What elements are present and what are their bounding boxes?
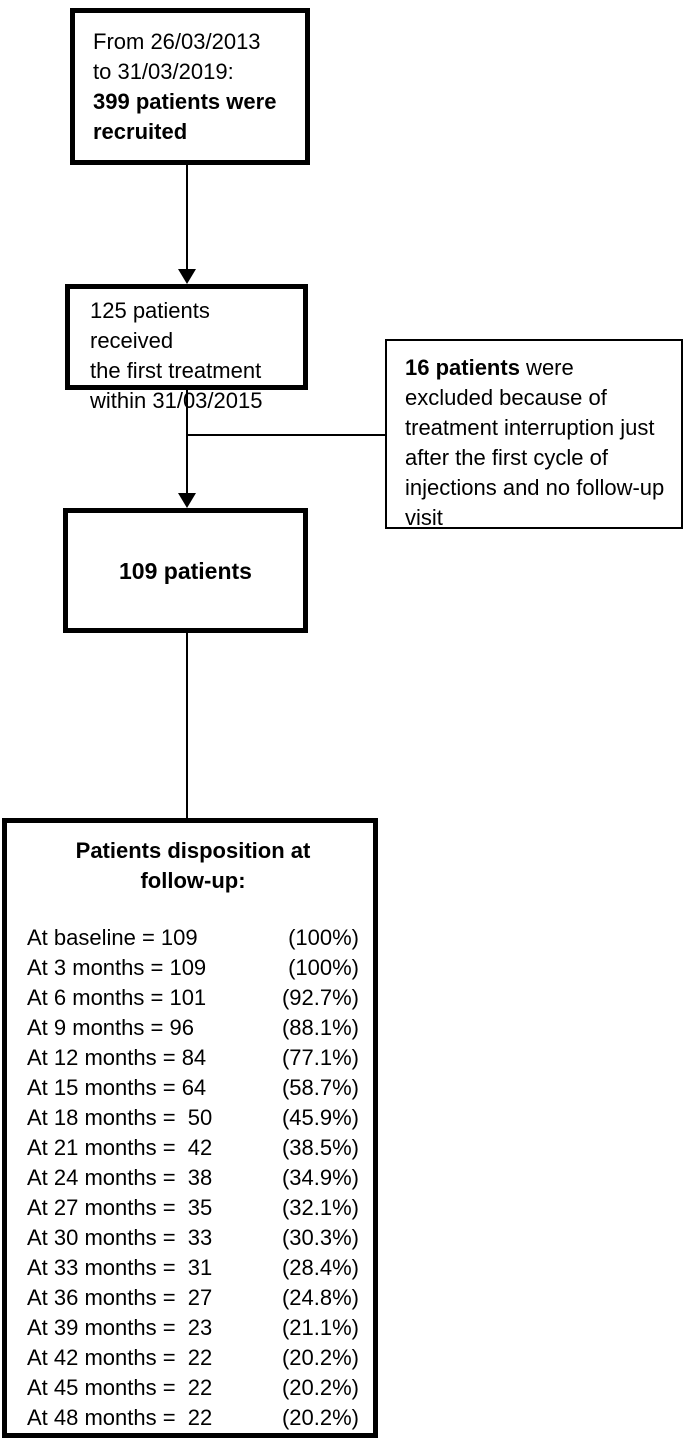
excluded-line-1: 16 patients were <box>405 353 677 383</box>
excluded-line-5: injections and no follow-up <box>405 475 665 500</box>
cohort-count: 109 patients <box>119 557 252 584</box>
disposition-row-percent: (24.8%) <box>281 1285 359 1310</box>
disposition-row: At 15 months = 64 (58.7%) <box>27 1073 359 1103</box>
recruited-line-2: to 31/03/2019: <box>93 59 234 84</box>
disposition-row-percent: (34.9%) <box>281 1165 359 1190</box>
recruited-line-1: From 26/03/2013 <box>93 29 261 54</box>
disposition-row-percent: (21.1%) <box>281 1315 359 1340</box>
disposition-row-label: At 33 months = 31 <box>27 1255 213 1280</box>
disposition-row-label: At 39 months = 23 <box>27 1315 213 1340</box>
connector-cohort-to-disposition <box>186 633 188 818</box>
disposition-row: At baseline = 109 (100%) <box>27 923 359 953</box>
disposition-row: At 6 months = 101 (92.7%) <box>27 983 359 1013</box>
disposition-row-percent: (20.2%) <box>281 1405 359 1430</box>
disposition-row-percent: (88.1%) <box>281 1015 359 1040</box>
disposition-row-label: At 21 months = 42 <box>27 1135 213 1160</box>
disposition-title-line-1: Patients disposition at <box>75 838 311 863</box>
excluded-count: 16 patients <box>405 355 520 380</box>
disposition-row: At 39 months = 23 (21.1%) <box>27 1313 359 1343</box>
disposition-row: At 24 months = 38 (34.9%) <box>27 1163 359 1193</box>
disposition-row-percent: (30.3%) <box>281 1225 359 1250</box>
disposition-row: At 36 months = 27 (24.8%) <box>27 1283 359 1313</box>
excluded-line-1-rest: were <box>519 355 574 380</box>
disposition-row-label: At 18 months = 50 <box>27 1105 213 1130</box>
disposition-row: At 27 months = 35 (32.1%) <box>27 1193 359 1223</box>
connector-recruited-to-treatment <box>186 165 188 271</box>
disposition-row-label: At 48 months = 22 <box>27 1405 213 1430</box>
disposition-row-percent: (100%) <box>288 925 359 950</box>
treatment-line-2: the first treatment <box>90 358 262 383</box>
disposition-row-label: At 15 months = 64 <box>27 1075 207 1100</box>
treatment-line-1: 125 patients received <box>90 298 210 353</box>
disposition-row-label: At 12 months = 84 <box>27 1045 207 1070</box>
disposition-row: At 45 months = 22 (20.2%) <box>27 1373 359 1403</box>
disposition-row-label: At 45 months = 22 <box>27 1375 213 1400</box>
disposition-row-label: At 30 months = 33 <box>27 1225 213 1250</box>
disposition-row: At 12 months = 84 (77.1%) <box>27 1043 359 1073</box>
disposition-row-percent: (20.2%) <box>281 1345 359 1370</box>
disposition-row-label: At 9 months = 96 <box>27 1015 194 1040</box>
recruited-bold-line-2: recruited <box>93 119 188 144</box>
disposition-row-label: At 3 months = 109 <box>27 955 207 980</box>
disposition-rows: At baseline = 109 (100%) At 3 months = 1… <box>27 923 359 1433</box>
treatment-line-3: within 31/03/2015 <box>90 388 263 413</box>
disposition-row: At 3 months = 109 (100%) <box>27 953 359 983</box>
disposition-row-label: At 6 months = 101 <box>27 985 207 1010</box>
excluded-line-2: excluded because of <box>405 385 607 410</box>
excluded-line-6: visit <box>405 505 443 530</box>
disposition-row-percent: (77.1%) <box>281 1045 359 1070</box>
disposition-row: At 42 months = 22 (20.2%) <box>27 1343 359 1373</box>
box-recruited: From 26/03/2013 to 31/03/2019: 399 patie… <box>70 8 310 165</box>
disposition-row-percent: (45.9%) <box>281 1105 359 1130</box>
disposition-row-label: At 36 months = 27 <box>27 1285 213 1310</box>
connector-treatment-to-cohort <box>186 390 188 494</box>
disposition-row: At 21 months = 42 (38.5%) <box>27 1133 359 1163</box>
disposition-row-percent: (32.1%) <box>281 1195 359 1220</box>
box-first-treatment: 125 patients received the first treatmen… <box>65 284 308 413</box>
disposition-row-label: At 27 months = 35 <box>27 1195 213 1220</box>
branch-line-to-exclusion-box <box>187 434 385 436</box>
disposition-row: At 30 months = 33 (30.3%) <box>27 1223 359 1253</box>
arrowhead-into-treatment-box <box>178 269 196 284</box>
disposition-row-label: At 24 months = 38 <box>27 1165 213 1190</box>
disposition-row-label: At baseline = 109 <box>27 925 198 950</box>
disposition-row-label: At 42 months = 22 <box>27 1345 213 1370</box>
disposition-row: At 48 months = 22 (20.2%) <box>27 1403 359 1433</box>
disposition-row-percent: (58.7%) <box>281 1075 359 1100</box>
excluded-line-3: treatment interruption just <box>405 415 655 440</box>
excluded-line-4: after the first cycle of <box>405 445 608 470</box>
disposition-row-percent: (100%) <box>288 955 359 980</box>
disposition-row: At 18 months = 50 (45.9%) <box>27 1103 359 1133</box>
box-disposition: Patients disposition at follow-up: At ba… <box>2 818 378 1438</box>
box-excluded: 16 patients were excluded because of tre… <box>385 339 683 530</box>
disposition-row: At 9 months = 96 (88.1%) <box>27 1013 359 1043</box>
box-cohort: 109 patients <box>63 508 308 633</box>
disposition-row-percent: (38.5%) <box>281 1135 359 1160</box>
disposition-row: At 33 months = 31 (28.4%) <box>27 1253 359 1283</box>
disposition-row-percent: (92.7%) <box>281 985 359 1010</box>
disposition-row-percent: (28.4%) <box>281 1255 359 1280</box>
arrowhead-into-cohort-box <box>178 493 196 508</box>
disposition-title-line-2: follow-up: <box>140 868 246 893</box>
disposition-row-percent: (20.2%) <box>281 1375 359 1400</box>
recruited-bold-line-1: 399 patients were <box>93 89 277 114</box>
